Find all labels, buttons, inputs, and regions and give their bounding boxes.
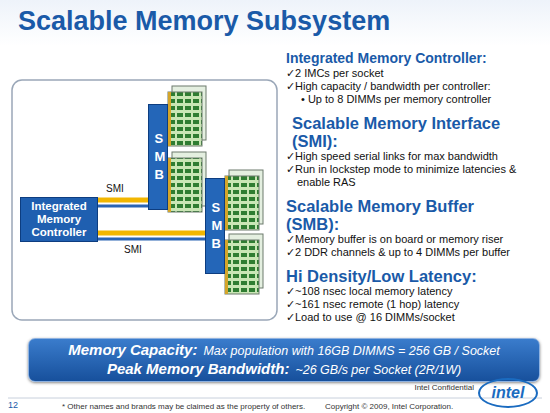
bullet-text: ✓High speed serial links for max bandwid… xyxy=(286,150,544,163)
band-text: Max population with 16GB DIMMS = 256 GB … xyxy=(203,342,499,360)
section-heading: Scalable Memory Interface (SMI): xyxy=(292,114,527,150)
bullet-text: ✓Load to use @ 16 DIMMs/socket xyxy=(286,311,544,324)
text-column: Integrated Memory Controller:✓2 IMCs per… xyxy=(286,50,544,324)
band-text: ~26 GB/s per Socket (2R/1W) xyxy=(295,361,461,379)
section-heading: Hi Density/Low Latency: xyxy=(286,267,521,285)
node-texts: Integrated Memory Controller xyxy=(24,200,94,239)
buffer-box: S M B xyxy=(205,178,225,274)
node-texts: S M B xyxy=(154,130,161,184)
node-text: intel xyxy=(492,384,525,401)
footer-rule xyxy=(8,398,542,399)
diagram-frame xyxy=(12,80,277,320)
section-heading: Integrated Memory Controller: xyxy=(286,50,544,67)
dimm-contacts xyxy=(168,92,228,294)
buffer-box: S M B xyxy=(148,104,168,210)
controller-box: Integrated Memory Controller xyxy=(20,197,98,242)
confidential-note: Intel Confidential xyxy=(414,383,474,392)
band-row: Memory Capacity: Max population with 16GB… xyxy=(37,341,531,360)
smi-link xyxy=(98,200,148,206)
bullet-text: ✓2 IMCs per socket xyxy=(286,67,544,80)
link-label: SMI xyxy=(104,183,126,195)
summary-band: Memory Capacity: Max population with 16GB… xyxy=(28,338,540,382)
band-row: Peak Memory Bandwidth: ~26 GB/s per Socke… xyxy=(37,360,531,379)
link-label: SMI xyxy=(122,244,144,256)
node-texts: intel xyxy=(492,384,525,402)
bullet-text: ✓~108 nsec local memory latency xyxy=(286,285,544,298)
bullet-text: ✓Run in lockstep mode to minimize latenc… xyxy=(286,163,544,189)
bullet-text: ✓2 DDR channels & up to 4 DIMMs per buff… xyxy=(286,246,544,259)
bullet-text: ✓~161 nsec remote (1 hop) latency xyxy=(286,298,544,311)
node-texts: S M B xyxy=(211,199,218,253)
copyright-note: Copyright © 2009, Intel Corporation. xyxy=(325,402,453,411)
node-text: S M B xyxy=(211,199,218,253)
dimm-modules xyxy=(168,86,263,294)
slide-title: Scalable Memory Subsystem xyxy=(18,6,550,37)
bullet-text: ✓High capacity / bandwidth per controlle… xyxy=(286,80,544,93)
band-text: Peak Memory Bandwidth: xyxy=(107,360,290,378)
section-heading: Scalable Memory Buffer (SMB): xyxy=(286,197,521,233)
footer-note: * Other names and brands may be claimed … xyxy=(62,402,305,411)
band-text: Memory Capacity: xyxy=(68,341,197,359)
page-number: 12 xyxy=(8,400,18,410)
node-text: S M B xyxy=(154,130,161,184)
node-text: Integrated Memory Controller xyxy=(31,200,87,238)
bullet-text: • Up to 8 DIMMs per memory controller xyxy=(286,93,544,106)
intel-logo: intel xyxy=(478,378,538,408)
bullet-text: ✓Memory buffer is on board or memory ris… xyxy=(286,233,544,246)
smi-link xyxy=(98,233,205,239)
